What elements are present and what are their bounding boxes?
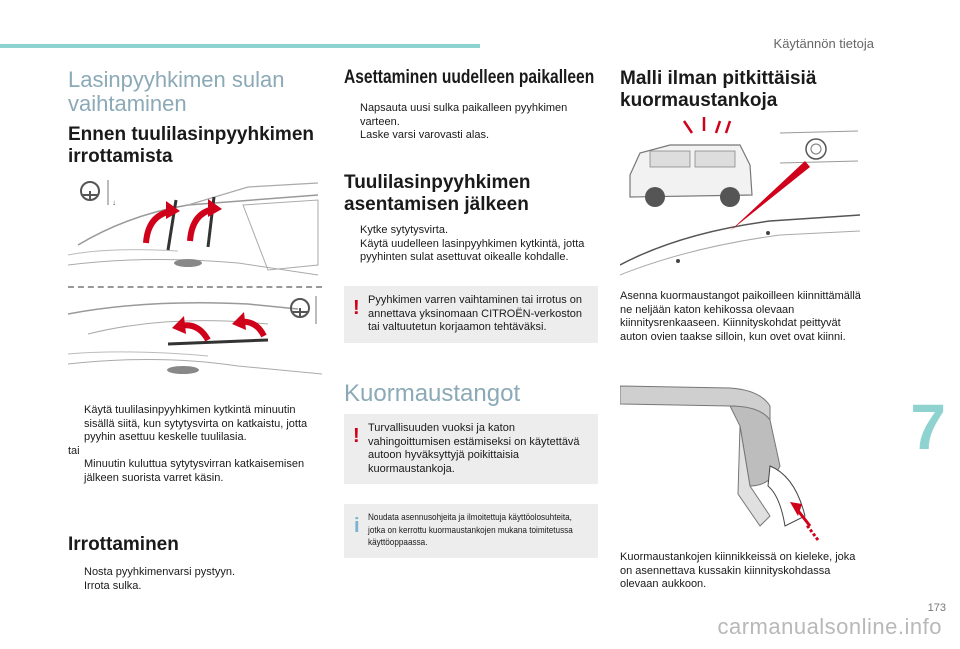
instruction-bullet: Irrota sulka. bbox=[84, 579, 142, 592]
after-title-line1: Tuulilasinpyyhkimen bbox=[344, 172, 531, 193]
removal-instructions: Nosta pyyhkimenvarsi pystyyn. Irrota sul… bbox=[68, 566, 324, 593]
model-title-line1: Malli ilman pitkittäisiä bbox=[620, 68, 817, 89]
main-title-line2: vaihtaminen bbox=[68, 91, 187, 116]
refit-title: Asettaminen uudelleen paikalleen bbox=[344, 67, 595, 88]
model-title: Malli ilman pitkittäisiä kuormaustankoja bbox=[620, 68, 880, 112]
removal-title: Irrottaminen bbox=[68, 534, 179, 555]
watermark: carmanualsonline.info bbox=[717, 614, 942, 639]
main-title-line1: Lasinpyyhkimen sulan bbox=[68, 67, 285, 92]
after-install-instructions: Kytke sytytysvirta. Käytä uudelleen lasi… bbox=[344, 224, 600, 265]
main-title: Lasinpyyhkimen sulan vaihtaminen bbox=[68, 68, 328, 116]
header-accent-bar bbox=[0, 44, 480, 48]
roof-mount-illustration bbox=[620, 115, 860, 280]
section-header: Käytännön tietoja bbox=[773, 36, 874, 51]
instruction-bullet: Napsauta uusi sulka paikalleen pyyhkimen… bbox=[360, 102, 568, 128]
instruction-bullet: Minuutin kuluttua sytytysvirran katkaise… bbox=[84, 458, 305, 484]
instruction-bullet: Nosta pyyhkimenvarsi pystyyn. bbox=[84, 566, 235, 578]
instruction-bullet: Käytä uudelleen lasinpyyhkimen kytkintä,… bbox=[360, 237, 585, 264]
chapter-number: 7 bbox=[910, 391, 946, 463]
before-removal-instructions: Käytä tuulilasinpyyhkimen kytkintä minuu… bbox=[68, 404, 324, 485]
section-title-before-removal: Ennen tuulilasinpyyhkimen irrottamista bbox=[68, 124, 328, 168]
warning-icon: ! bbox=[353, 297, 360, 319]
wiper-illustration-top: ↓ bbox=[68, 175, 322, 283]
refit-instructions: Napsauta uusi sulka paikalleen pyyhkimen… bbox=[344, 102, 600, 143]
page-number: 173 bbox=[927, 602, 946, 614]
instruction-bullet: Laske varsi varovasti alas. bbox=[360, 129, 489, 141]
info-box: i Noudata asennusohjeita ja ilmoitettuja… bbox=[344, 504, 598, 558]
info-icon: i bbox=[354, 515, 360, 537]
after-install-title: Tuulilasinpyyhkimen asentamisen jälkeen bbox=[344, 172, 600, 216]
roof-mount-text: Asenna kuormaustangot paikoilleen kiinni… bbox=[620, 290, 861, 343]
instruction-bullet: Kytke sytytysvirta. bbox=[360, 224, 449, 236]
roof-bars-title: Kuormaustangot bbox=[344, 380, 521, 407]
warning-icon: ! bbox=[353, 425, 360, 447]
model-title-line2: kuormaustankoja bbox=[620, 90, 778, 111]
after-title-line2: asentamisen jälkeen bbox=[344, 194, 529, 215]
warning-box-roof: ! Turvallisuuden vuoksi ja katon vahingo… bbox=[344, 414, 598, 484]
instruction-bullet: Käytä tuulilasinpyyhkimen kytkintä minuu… bbox=[84, 404, 308, 443]
or-text: tai bbox=[68, 444, 80, 457]
wiper-illustration-bottom bbox=[68, 294, 322, 392]
svg-text:↓: ↓ bbox=[112, 198, 116, 207]
illustration-divider bbox=[68, 286, 322, 288]
bar-clip-illustration bbox=[620, 376, 860, 544]
warning-box-wiper: ! Pyyhkimen varren vaihtaminen tai irrot… bbox=[344, 286, 598, 343]
subtitle-line1: Ennen tuulilasinpyyhkimen bbox=[68, 124, 314, 145]
bar-clip-text: Kuormaustankojen kiinnikkeissä on kielek… bbox=[620, 551, 856, 590]
subtitle-line2: irrottamista bbox=[68, 146, 173, 167]
